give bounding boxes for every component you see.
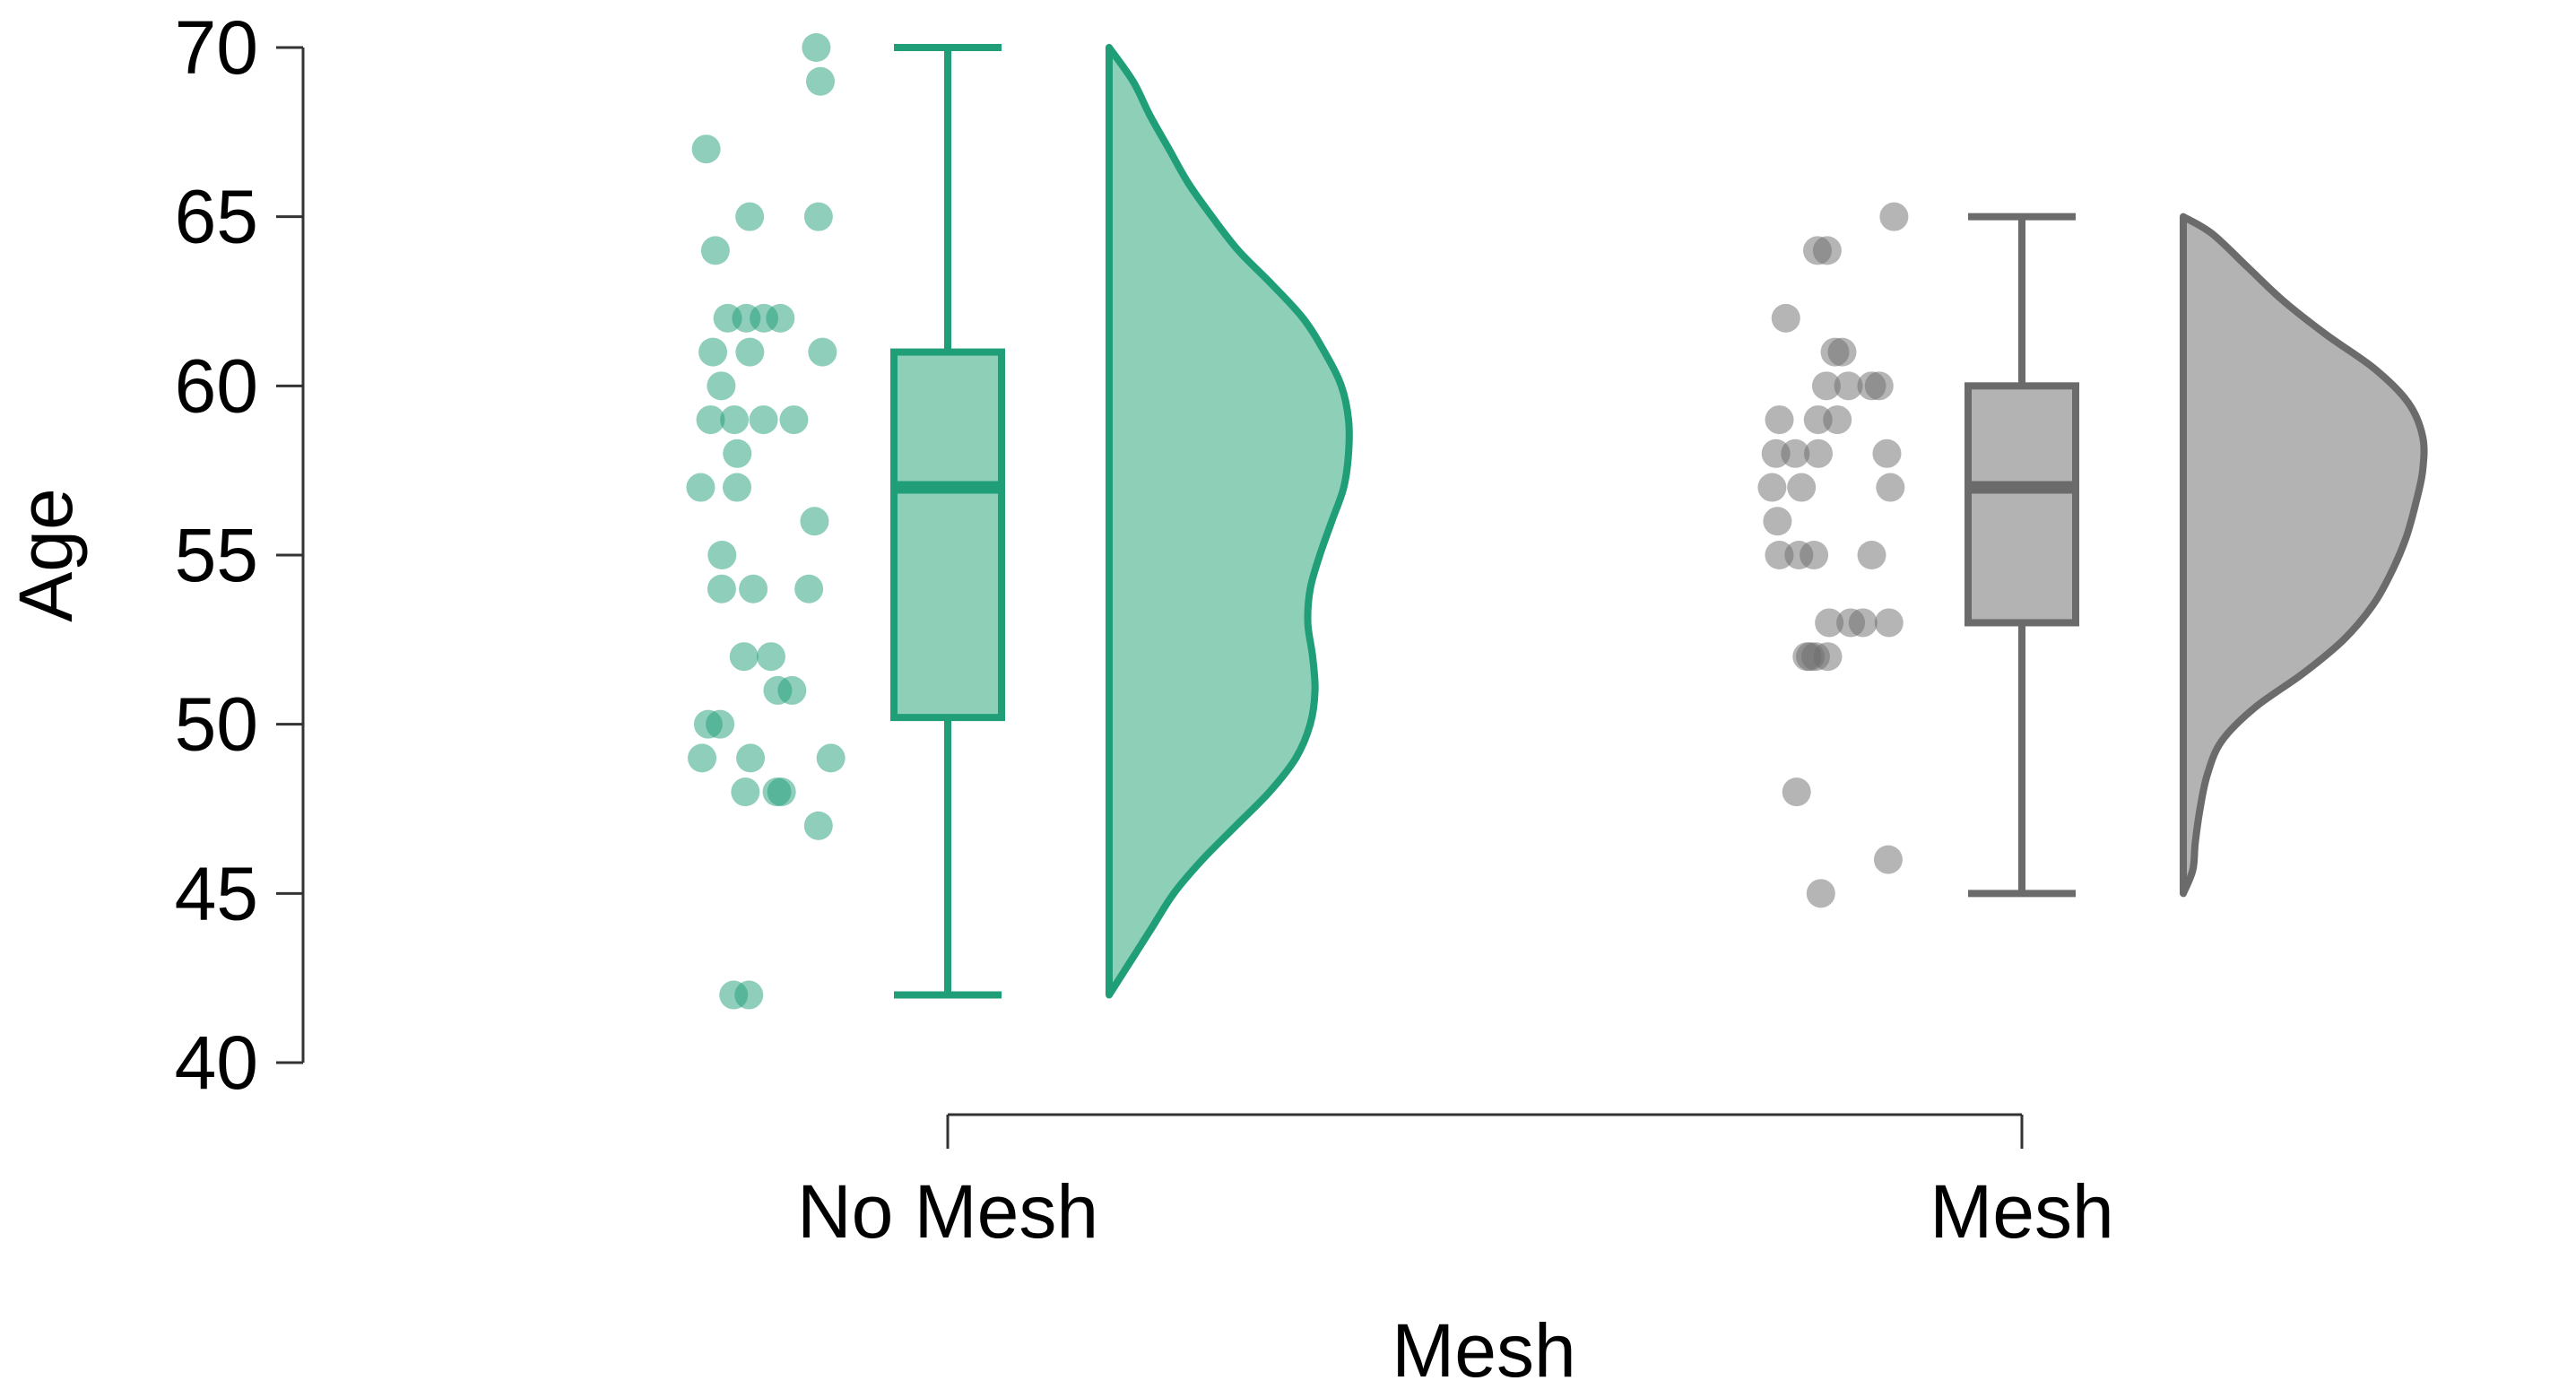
series-group xyxy=(686,33,1353,1010)
y-tick-label: 50 xyxy=(175,682,258,767)
data-point xyxy=(802,33,831,62)
data-point xyxy=(1876,473,1905,502)
y-tick-label: 65 xyxy=(175,175,258,259)
data-point xyxy=(1757,473,1787,502)
density-half-violin xyxy=(1106,44,1353,999)
data-point xyxy=(729,642,759,672)
data-point xyxy=(1784,541,1814,569)
data-point xyxy=(749,405,778,435)
y-tick-label: 45 xyxy=(175,851,258,935)
data-point xyxy=(723,473,752,502)
data-point xyxy=(1812,236,1842,265)
data-point xyxy=(735,337,765,367)
data-point xyxy=(691,135,721,164)
data-point xyxy=(700,236,730,265)
data-point xyxy=(1857,371,1886,401)
data-point xyxy=(1782,777,1811,807)
data-point xyxy=(707,541,737,569)
data-point xyxy=(1763,507,1792,536)
data-point xyxy=(1815,608,1844,638)
data-point xyxy=(696,405,725,435)
data-point xyxy=(1806,879,1835,908)
y-tick-label: 40 xyxy=(175,1020,258,1105)
density-half-violin xyxy=(2180,213,2428,898)
data-point xyxy=(688,743,717,773)
data-point xyxy=(731,777,760,807)
data-point xyxy=(734,980,764,1010)
data-point xyxy=(756,642,785,672)
data-point xyxy=(707,574,736,603)
x-axis-title: Mesh xyxy=(1392,1308,1575,1393)
y-tick-label: 60 xyxy=(175,343,258,428)
data-point xyxy=(713,303,742,333)
data-point xyxy=(1803,405,1833,435)
data-point xyxy=(1874,608,1904,638)
data-point xyxy=(723,439,752,468)
data-point xyxy=(1803,439,1833,468)
data-point xyxy=(816,743,846,773)
data-point xyxy=(1765,405,1794,435)
data-point xyxy=(686,473,716,502)
data-point xyxy=(736,743,766,773)
data-point xyxy=(803,811,833,840)
data-point xyxy=(1827,337,1857,367)
data-point xyxy=(803,202,833,231)
box xyxy=(890,348,1005,722)
data-point xyxy=(1872,439,1902,468)
data-point xyxy=(1836,608,1866,638)
data-point xyxy=(1811,371,1841,401)
data-point xyxy=(1771,303,1800,333)
plot-area xyxy=(686,33,2428,1010)
data-point xyxy=(1857,541,1886,569)
data-point xyxy=(698,337,728,367)
data-point xyxy=(720,405,750,435)
box xyxy=(1965,382,2079,627)
data-point xyxy=(706,709,735,739)
data-point xyxy=(1813,642,1843,672)
y-axis: 40 45 50 55 60 65 70 xyxy=(175,5,305,1105)
data-point xyxy=(766,303,795,333)
data-point xyxy=(805,66,835,96)
data-point xyxy=(1873,845,1903,874)
y-tick-label: 55 xyxy=(175,513,258,597)
data-point xyxy=(1761,439,1791,468)
data-point xyxy=(1765,541,1794,569)
y-axis-title: Age xyxy=(4,488,88,621)
data-point xyxy=(707,371,736,401)
data-point xyxy=(1787,473,1817,502)
data-point xyxy=(735,202,765,231)
data-point xyxy=(779,405,809,435)
data-point xyxy=(739,574,768,603)
data-point xyxy=(1879,202,1909,231)
data-point xyxy=(800,507,829,536)
data-point xyxy=(808,337,837,367)
series-group xyxy=(1757,202,2428,908)
x-axis: No Mesh Mesh xyxy=(797,1113,2114,1254)
data-point xyxy=(763,675,793,705)
x-tick-label: No Mesh xyxy=(797,1169,1098,1254)
data-point xyxy=(1834,371,1863,401)
y-tick-label: 70 xyxy=(175,5,258,90)
x-tick-label: Mesh xyxy=(1930,1169,2113,1254)
data-point xyxy=(794,574,824,603)
data-point xyxy=(762,777,792,807)
